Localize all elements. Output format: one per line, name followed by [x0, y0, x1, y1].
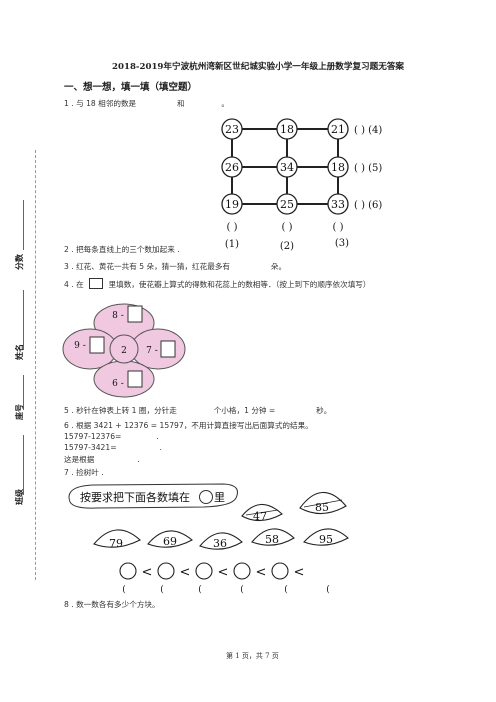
answer-box-right[interactable]: [160, 340, 176, 358]
less-than: <: [256, 565, 267, 580]
paren-blank[interactable]: (: [198, 584, 202, 595]
grid-node: 25: [280, 198, 294, 211]
number-grid: 23 18 21 26 34 18 19 25 33 ( ) (4) ( ) (…: [221, 118, 382, 252]
q5-text: 5 . 秒针在钟表上转 1 圈，分针走: [64, 406, 177, 415]
row-blank-5[interactable]: ( ) (5): [354, 163, 382, 174]
question-5: 5 . 秒针在钟表上转 1 圈，分针走 个小格，1 分钟 = 秒。: [64, 405, 331, 416]
flower-center: [109, 334, 139, 364]
leaf-number: 58: [265, 533, 279, 546]
q1-and: 和: [176, 99, 185, 108]
question-6: 6 . 根据 3421 + 12376 = 15797，不用计算直接写出后面算式…: [64, 421, 313, 430]
sidebar-seat-label: 座号: [15, 404, 24, 420]
answer-box-left[interactable]: [89, 336, 105, 354]
grid-node: 21: [331, 123, 345, 136]
instruction-bubble: [68, 483, 238, 509]
col-blank-3[interactable]: ( ): [333, 222, 344, 233]
sidebar-score-label: 分数: [15, 254, 24, 270]
class-underline: [23, 435, 24, 495]
paren-blank[interactable]: (: [240, 584, 244, 595]
compare-circle[interactable]: [271, 562, 289, 580]
question-7: 7 . 捡树叶 .: [64, 468, 104, 477]
score-underline: [23, 200, 24, 250]
q6-line-2: 15797-3421= .: [64, 443, 162, 452]
col-label-2: (2): [280, 241, 294, 252]
page-footer: 第 1 页，共 7 页: [226, 652, 279, 660]
leaf-number: 47: [253, 510, 267, 523]
binding-line: [35, 150, 36, 580]
paren-blank[interactable]: (: [122, 584, 126, 595]
q6-line2-text: 15797-3421=: [64, 443, 117, 452]
row-blank-6[interactable]: ( ) (6): [354, 200, 382, 211]
less-than: <: [142, 565, 153, 580]
q5-mid: 个小格，1 分钟 =: [213, 406, 276, 415]
q4-post: 里填数，使花瓣上算式的得数和花蕊上的数相等．（按上到下的顺序依次填写）: [108, 280, 371, 289]
section-heading: 一、想一想，填一填（填空题）: [64, 82, 198, 93]
paren-blank[interactable]: (: [284, 584, 288, 595]
grid-node: 19: [225, 198, 239, 211]
question-8: 8 . 数一数各有多少个方块。: [64, 600, 160, 609]
q1-end: 。: [221, 99, 230, 108]
circle-icon: [199, 490, 213, 504]
leaf-number: 95: [319, 533, 333, 546]
col-blank-1[interactable]: ( ): [227, 222, 238, 233]
q4-pre: 4 . 在: [64, 280, 84, 289]
q6-line3-text: 这是根据: [64, 455, 95, 464]
right-expr: 7 -: [146, 346, 158, 356]
q1-text: 1 . 与 18 相邻的数是: [64, 99, 137, 108]
grid-node: 33: [331, 198, 345, 211]
less-than: <: [180, 565, 191, 580]
leaf-number: 79: [109, 537, 123, 550]
question-1: 1 . 与 18 相邻的数是 和 。: [64, 98, 229, 109]
q6-line2-end: .: [159, 443, 162, 452]
q6-line-1: 15797-12376= .: [64, 432, 159, 441]
left-expr: 9 -: [74, 341, 86, 351]
grid-node: 18: [331, 161, 345, 174]
less-than: <: [294, 565, 305, 580]
bottom-expr: 6 -: [112, 379, 124, 389]
top-expr: 8 -: [112, 311, 124, 321]
compare-circle[interactable]: [195, 562, 213, 580]
flower-figure: 2 8 - 9 - 7 - 6 -: [62, 303, 186, 398]
q6-line1-text: 15797-12376=: [64, 432, 122, 441]
instruction-end: 里: [214, 491, 225, 504]
seat-underline: [23, 375, 24, 410]
answer-box-top[interactable]: [127, 305, 143, 323]
col-blank-2[interactable]: ( ): [282, 222, 293, 233]
col-label-3: (3): [335, 238, 349, 249]
box-icon: [89, 278, 104, 289]
petal-bottom: [93, 360, 155, 398]
answer-box-bottom[interactable]: [127, 370, 143, 388]
compare-circle[interactable]: [157, 562, 175, 580]
paren-blank[interactable]: (: [160, 584, 164, 595]
compare-circle[interactable]: [119, 562, 137, 580]
q6-line1-end: .: [156, 432, 159, 441]
paren-blank[interactable]: (: [326, 584, 330, 595]
instruction-text: 按要求把下面各数填在: [80, 490, 190, 504]
center-number: 2: [121, 346, 127, 356]
question-4: 4 . 在 里填数，使花瓣上算式的得数和花蕊上的数相等．（按上到下的顺序依次填写…: [64, 278, 371, 290]
row-blank-4[interactable]: ( ) (4): [354, 125, 382, 136]
compare-circle[interactable]: [233, 562, 251, 580]
grid-node: 34: [280, 161, 294, 174]
q6-line-3: 这是根据 .: [64, 454, 140, 465]
less-than: <: [218, 565, 229, 580]
question-3: 3 . 红花、黄花一共有 5 朵，猜一猜，红花最多有 朵。: [64, 261, 286, 272]
sidebar-name-label: 姓名: [15, 344, 24, 360]
question-2: 2 . 把每条直线上的三个数加起来 .: [64, 245, 180, 254]
q3-unit: 朵。: [270, 262, 287, 271]
leaf-number: 36: [213, 537, 227, 550]
grid-node: 23: [225, 123, 239, 136]
q6-line3-end: .: [137, 455, 140, 464]
name-underline: [23, 290, 24, 350]
page-title: 2018-2019年宁波杭州湾新区世纪城实验小学一年级上册数学复习题无答案: [112, 62, 405, 72]
leaves-figure: 按要求把下面各数填在 里 47 85 79 69 36 58 95 < < < …: [68, 483, 349, 595]
q3-text: 3 . 红花、黄花一共有 5 朵，猜一猜，红花最多有: [64, 262, 231, 271]
sidebar-class-label: 班级: [15, 489, 24, 505]
q5-unit: 秒。: [316, 406, 332, 415]
leaf-number: 85: [315, 501, 329, 514]
col-label-1: (1): [225, 239, 239, 250]
grid-node: 26: [225, 161, 239, 174]
grid-node: 18: [280, 123, 294, 136]
leaf-number: 69: [163, 535, 177, 548]
